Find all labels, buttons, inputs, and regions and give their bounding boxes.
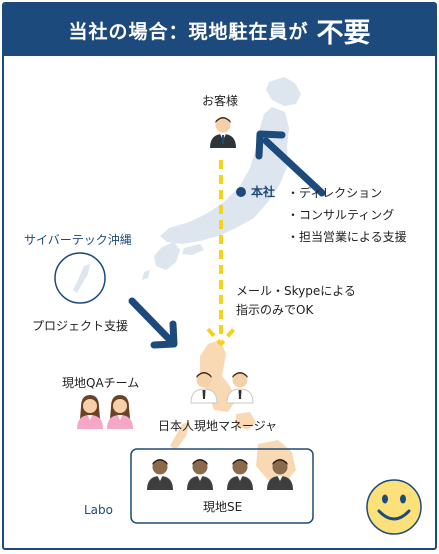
engineer-icon xyxy=(187,459,213,490)
engineer-icon xyxy=(147,459,173,490)
header-emphasis: 不要 xyxy=(316,17,371,49)
request-arrow xyxy=(255,130,326,197)
head-office-label: 本社 xyxy=(251,185,276,199)
project-support-label: プロジェクト支援 xyxy=(32,319,129,333)
header-banner: 当社の場合：現地駐在員が 不要 xyxy=(4,4,435,56)
labo-box xyxy=(130,448,314,524)
okinawa-island xyxy=(73,264,90,293)
okinawa-company-label: サイバーテック沖縄 xyxy=(24,233,132,247)
communication-note-line: 指示のみでOK xyxy=(236,303,314,317)
labo-label: Labo xyxy=(84,503,113,517)
head-office-marker xyxy=(236,187,246,197)
header-title: 当社の場合：現地駐在員が xyxy=(68,20,309,43)
duty-item: ・ディレクション xyxy=(287,186,383,200)
female-staff-icon xyxy=(107,395,133,429)
smiley-face-icon xyxy=(366,479,422,535)
businessman-icon xyxy=(210,117,236,148)
client-label: お客様 xyxy=(202,94,239,108)
duty-item: ・コンサルティング xyxy=(287,208,395,222)
duty-item: ・担当営業による支援 xyxy=(287,230,407,244)
male-staff-icon xyxy=(226,371,254,404)
qa-team-label: 現地QAチーム xyxy=(62,376,140,390)
japanese-manager-label: 日本人現地マネージャ xyxy=(158,419,278,433)
diagram-artwork xyxy=(54,77,422,535)
communication-note-line: メール・Skypeによる xyxy=(236,284,356,298)
local-se-label: 現地SE xyxy=(203,500,243,514)
engineer-icon xyxy=(227,459,253,490)
support-arrow xyxy=(128,297,178,349)
japan-map xyxy=(142,77,301,280)
communication-arrow xyxy=(206,160,236,346)
female-staff-icon xyxy=(77,395,103,429)
